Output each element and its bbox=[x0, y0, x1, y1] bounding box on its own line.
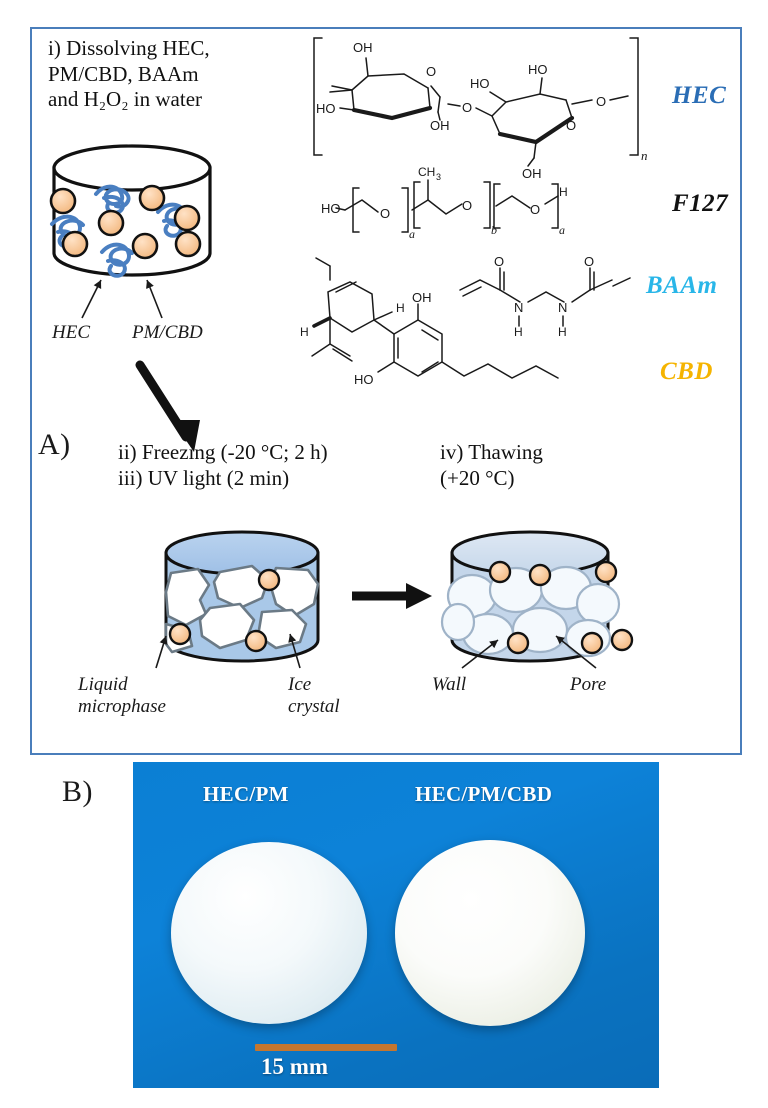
scale-bar bbox=[255, 1044, 397, 1051]
step-i-text: i) Dissolving HEC, PM/CBD, BAAm and H₂O₂… bbox=[48, 36, 210, 112]
molecule-label-baam: BAAm bbox=[646, 272, 718, 299]
callout-hec: HEC bbox=[52, 322, 90, 343]
molecule-label-cbd: CBD bbox=[660, 358, 713, 385]
scale-bar-label: 15 mm bbox=[261, 1054, 329, 1079]
molecule-label-f127: F127 bbox=[672, 190, 729, 217]
callout-pore: Pore bbox=[570, 674, 607, 695]
callout-wall: Wall bbox=[432, 674, 467, 695]
sample-label-hec-pm-cbd: HEC/PM/CBD bbox=[415, 782, 553, 806]
callout-ice-crystal: Ice crystal bbox=[288, 674, 340, 718]
panel-b-photograph: HEC/PM HEC/PM/CBD 15 mm bbox=[133, 762, 659, 1088]
callout-pm-cbd: PM/CBD bbox=[132, 322, 203, 343]
panel-a-container bbox=[30, 27, 742, 755]
callout-liquid-microphase: Liquid microphase bbox=[78, 674, 166, 718]
cryogel-disc-hec-pm bbox=[171, 842, 367, 1024]
panel-a-label: A) bbox=[38, 428, 71, 461]
panel-b-label: B) bbox=[62, 775, 93, 808]
step-iv-text: iv) Thawing (+20 °C) bbox=[440, 440, 543, 490]
molecule-label-hec: HEC bbox=[672, 82, 727, 109]
step-ii-iii-text: ii) Freezing (-20 °C; 2 h) iii) UV light… bbox=[118, 440, 328, 490]
cryogel-disc-hec-pm-cbd bbox=[395, 840, 585, 1026]
sample-label-hec-pm: HEC/PM bbox=[203, 782, 289, 806]
